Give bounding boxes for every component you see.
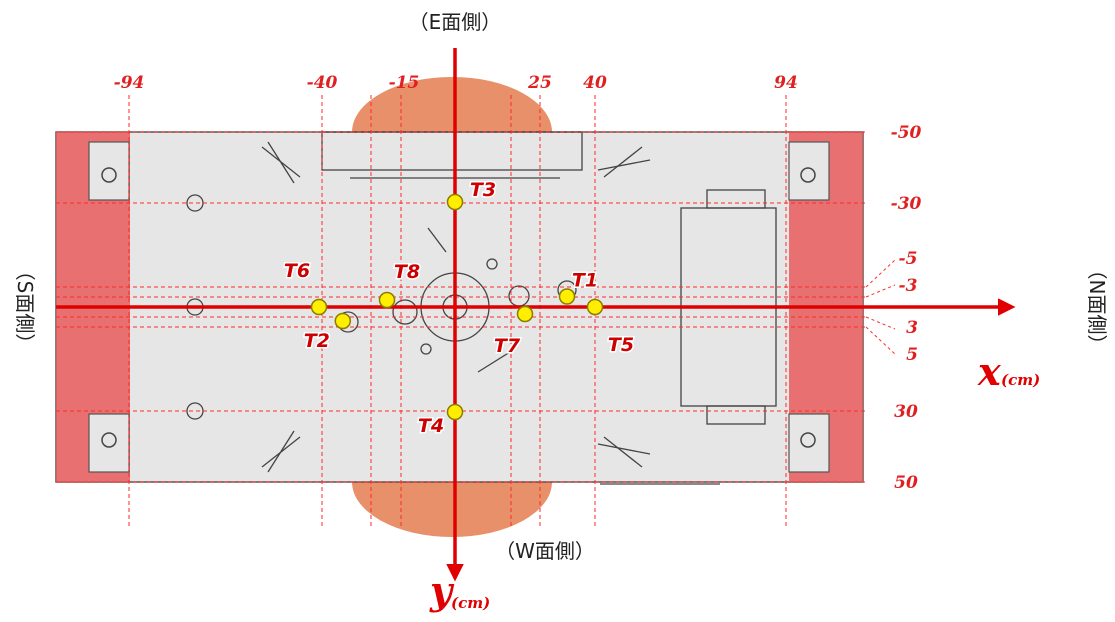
bracket-nw: [88, 413, 130, 473]
point-label-t8: T8: [394, 261, 420, 283]
side-label-w: （W面側）: [495, 539, 595, 563]
bracket-ne: [788, 413, 830, 473]
y-tick-label: -50: [891, 123, 922, 143]
point-label-t7: T7: [494, 335, 521, 357]
x-tick-label: -94: [114, 73, 145, 93]
y-tick-leaders: [865, 259, 896, 355]
side-label-e: （E面側）: [409, 10, 502, 34]
point-marker-t2: [334, 312, 352, 330]
y-tick-label: -5: [899, 249, 918, 269]
point-marker-t6: [310, 298, 328, 316]
point-label-t6: T6: [284, 260, 310, 282]
point-marker-t4: [446, 403, 464, 421]
point-marker-t3: [446, 193, 464, 211]
top-semicircle: [352, 77, 552, 132]
x-tick-label: 40: [583, 73, 607, 93]
y-tick-label: -3: [899, 276, 918, 296]
point-label-t4: T4: [418, 415, 444, 437]
bracket-se: [788, 141, 830, 201]
x-axis-name: x: [977, 349, 1002, 394]
x-tick-label: -40: [307, 73, 338, 93]
side-label-s: （S面側）: [13, 261, 37, 354]
x-axis-unit: (cm): [1001, 371, 1040, 389]
point-marker-t1: [558, 288, 576, 305]
bottom-semicircle: [352, 482, 552, 537]
x-guides: [128, 95, 787, 528]
y-axis-name: y: [429, 568, 455, 613]
y-tick-label: 5: [906, 345, 918, 365]
point-label-t2: T2: [304, 330, 330, 352]
point-marker-t8: [378, 291, 396, 309]
y-tick-label: 30: [894, 402, 918, 422]
y-tick-label: -30: [891, 194, 922, 214]
point-marker-t5: [586, 298, 604, 316]
x-tick-label: 25: [527, 73, 552, 93]
x-tick-label: 94: [774, 73, 798, 93]
y-axis-unit: (cm): [451, 594, 490, 612]
bracket-sw: [88, 141, 130, 201]
side-label-n: （N面側）: [1085, 260, 1109, 355]
y-tick-label: 50: [894, 473, 918, 493]
point-label-t5: T5: [608, 334, 634, 356]
point-label-t1: T1: [572, 270, 598, 292]
point-marker-t7: [516, 305, 534, 323]
x-tick-label: -15: [389, 73, 420, 93]
y-tick-label: 3: [906, 318, 918, 338]
y-guides: [56, 131, 866, 483]
point-label-t3: T3: [470, 179, 496, 201]
